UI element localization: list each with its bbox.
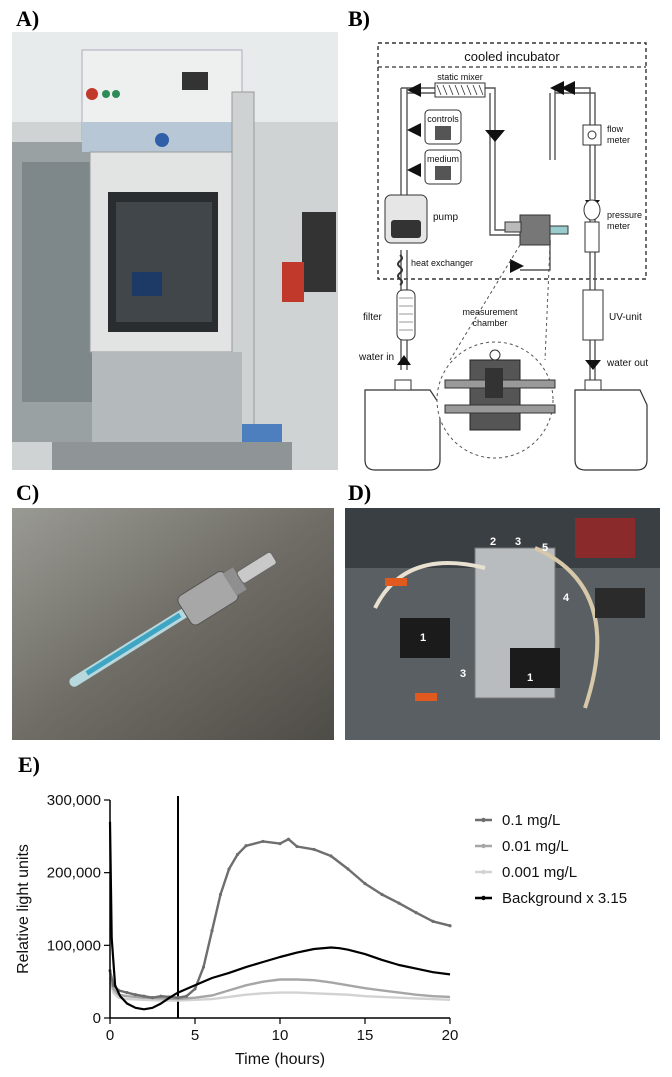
flow-meter-label-1: flow [607,124,624,134]
photo-d-label-1a: 1 [420,632,427,644]
series-point [329,854,333,858]
legend-label-2: 0.001 mg/L [502,864,577,881]
series-point [397,901,401,905]
filter-label: filter [363,312,383,323]
pressure-meter [583,199,601,221]
filter [396,289,416,341]
series-point [150,996,155,1000]
flow-meter [582,124,602,146]
panel-label-d: D) [348,480,372,505]
heat-exchanger [397,254,403,286]
canister-in [364,389,441,471]
pump-label: pump [433,212,458,223]
y-tick-label: 200,000 [47,865,101,882]
series-line-1 [108,977,451,1001]
series-point [210,929,214,933]
series-point [193,987,197,991]
y-tick-label: 0 [93,1010,101,1027]
series-point [380,892,384,897]
panel-label-a: A) [16,6,40,31]
x-axis-title: Time (hours) [235,1051,325,1068]
series-point [295,844,299,849]
photo-d-label-5: 5 [542,542,549,554]
series-point [448,924,452,928]
uv-unit-label: UV-unit [609,312,642,323]
series-point [312,847,316,852]
photo-d-label-2: 2 [490,536,497,548]
incubator-box [377,42,647,280]
water-out-label: water out [606,358,648,369]
legend-marker-3 [481,895,486,901]
chamber-small [519,214,551,246]
series-line-0 [108,838,451,999]
series-point [125,990,129,995]
chamber-label-2: chamber [472,318,507,328]
legend-marker-2 [481,869,486,875]
series-point [142,994,146,998]
pressure-meter-label-1: pressure [607,210,642,220]
panel-label-e: E) [18,752,40,777]
canister-out [574,389,648,471]
photo-d-label-3b: 3 [460,668,467,680]
legend-label-1: 0.01 mg/L [502,838,569,855]
heat-exchanger-label: heat exchanger [411,258,473,268]
series-point [227,867,231,871]
photo-sensor-probe [12,508,334,740]
water-in-label: water in [358,352,394,363]
series-point [414,911,418,915]
series-point [286,837,291,841]
x-tick-label: 10 [272,1027,289,1044]
medium-label: medium [427,154,459,164]
legend-marker-1 [481,843,486,849]
x-tick-label: 5 [191,1027,199,1044]
series-line-2 [108,981,451,1002]
flow-system-diagram: cooled incubator static mixer [345,30,660,475]
photo-d-label-3a: 3 [515,536,522,548]
y-tick-label: 300,000 [47,792,101,809]
series-point [176,996,180,1000]
panel-label-c: C) [16,480,40,505]
series-point [201,965,206,969]
series-point [261,839,265,844]
chamber-label-1: measurement [462,307,518,317]
x-tick-label: 20 [442,1027,459,1044]
incubator-title: cooled incubator [464,49,560,64]
series-line-3 [108,821,451,1011]
series-point [244,844,248,848]
legend-marker-0 [481,817,486,823]
photo-d-label-1b: 1 [527,672,534,684]
panel-label-b: B) [348,6,370,31]
x-tick-label: 15 [357,1027,374,1044]
flow-meter-label-2: meter [607,135,630,145]
photo-incubator-setup [12,32,338,470]
photo-measurement-chamber: 2 3 5 4 1 3 1 [345,508,660,740]
y-tick-label: 100,000 [47,937,101,954]
static-mixer [434,82,486,98]
x-tick-label: 0 [106,1027,114,1044]
y-axis-title: Relative light units [15,844,32,974]
series-point [431,919,435,923]
series-point [159,994,163,998]
pressure-meter-label-2: meter [607,221,630,231]
series-point [235,852,240,857]
series-point [363,881,367,886]
luminescence-chart: 0 100,000 200,000 300,000 0 5 10 15 20 Relative l… [10,780,670,1072]
legend-label-3: Background x 3.15 [502,890,627,907]
legend-label-0: 0.1 mg/L [502,812,560,829]
photo-d-label-4: 4 [563,592,570,604]
series-point [346,867,350,871]
controls-label: controls [427,114,459,124]
static-mixer-label: static mixer [437,72,483,82]
uv-unit [582,289,604,341]
series-point [278,842,282,846]
series-point [218,892,223,897]
series-point [133,993,138,997]
series-point [184,994,189,998]
